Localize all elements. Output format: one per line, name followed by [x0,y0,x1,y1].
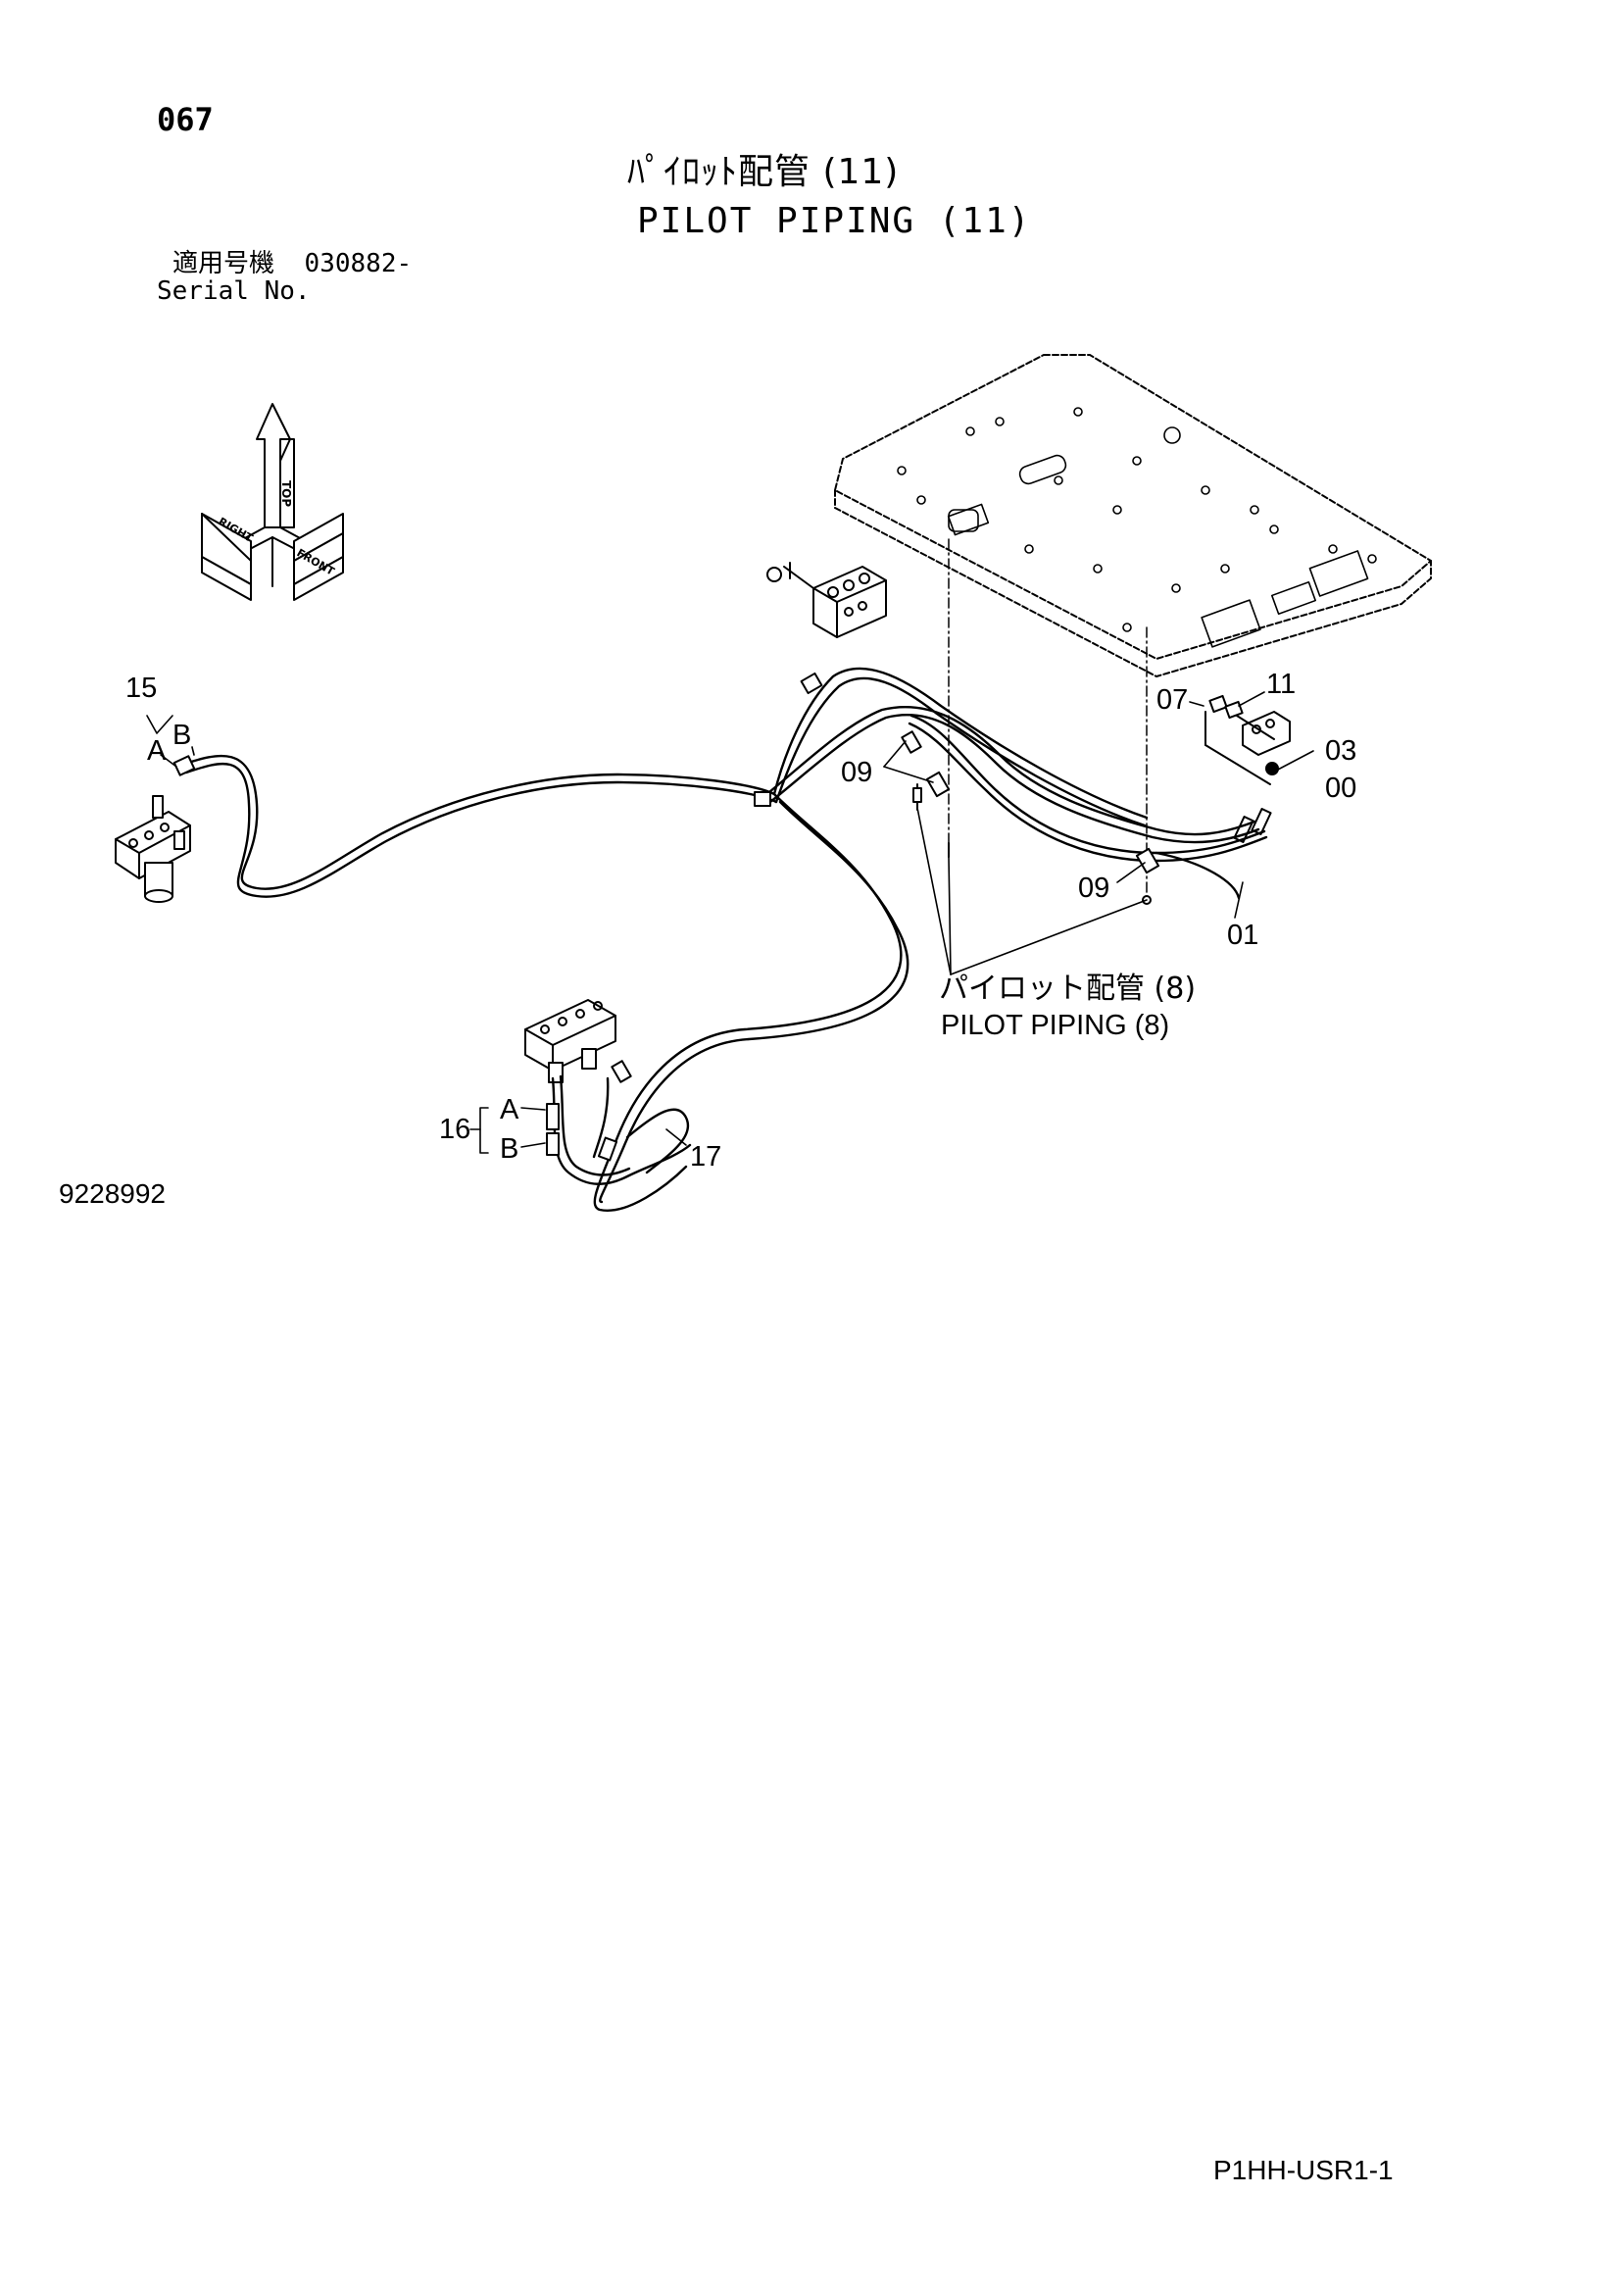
page-code: P1HH-USR1-1 [1213,2155,1394,2185]
callout-03: 03 [1325,735,1357,767]
serial-value: 030882- [304,249,413,278]
title-english: PILOT PIPING (11) [637,201,1032,241]
orientation-indicator: TOP RIGHT FRONT [201,403,344,601]
hoses [180,667,1268,1212]
serial-label-english: Serial No. [157,276,311,306]
callout-09-upper: 09 [841,757,873,788]
fittings [172,672,823,1162]
callout-11: 11 [1266,669,1297,700]
pilot-valve-block [766,562,887,638]
reference-pilot-piping-jp: パイロット配管 (8) [939,972,1197,1006]
callout-15-b: B [172,720,192,751]
drawing-number: 9228992 [59,1178,167,1209]
axis-top-label: TOP [279,480,293,507]
page-number: 067 [157,101,214,138]
callout-00: 00 [1325,773,1357,804]
serial-jp-label: 適用号機 [172,249,275,278]
serial-label-japanese: 適用号機 030882- [172,251,412,276]
callout-17: 17 [690,1141,722,1173]
title-japanese: ﾊﾟｲﾛｯﾄ配管 (11) [627,152,900,192]
floor-plate [834,354,1432,677]
right-connector-block [1204,694,1291,843]
callout-16-b: B [500,1133,519,1165]
leader-lines [146,691,1314,1154]
callout-16: 16 [439,1114,471,1145]
callout-01: 01 [1227,920,1259,951]
reference-pilot-piping-en: PILOT PIPING (8) [941,1010,1170,1041]
callout-15-a: A [147,735,167,767]
reference-lines [948,538,1148,901]
left-pilot-valve [115,795,191,903]
floor-plate-details [897,407,1377,648]
callout-07: 07 [1156,684,1189,716]
callout-15: 15 [125,673,158,704]
callout-09-lower: 09 [1078,873,1110,904]
callout-16-a: A [500,1094,519,1125]
bottom-valve [524,999,632,1083]
